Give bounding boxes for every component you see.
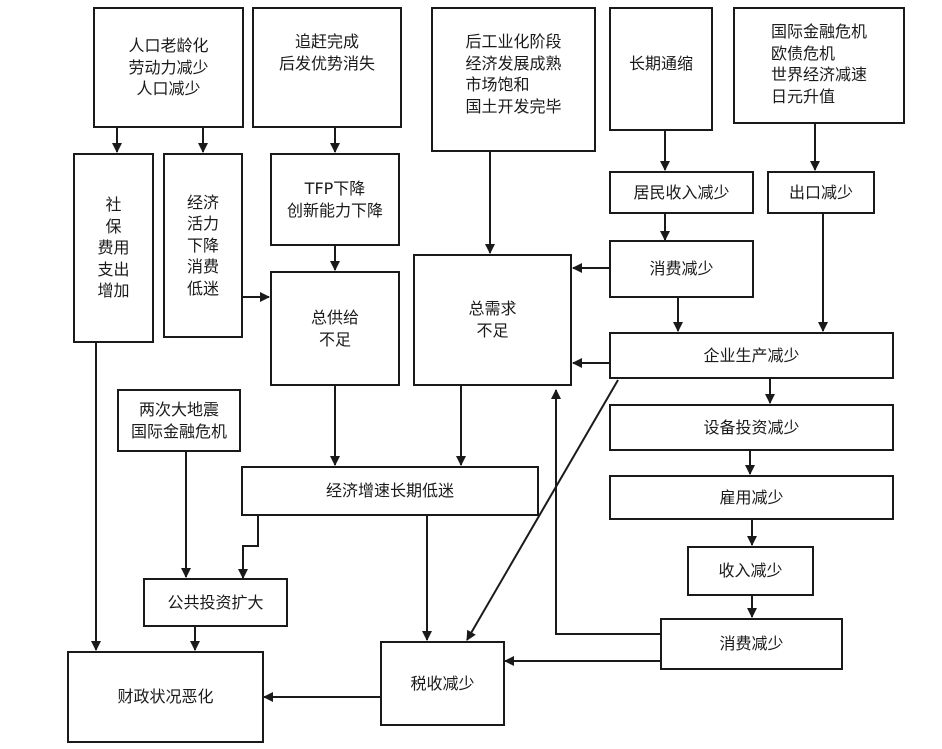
box-exports-text: 出口减少: [788, 182, 853, 202]
box-tax: 税收减少: [380, 641, 505, 726]
box-consumption1: 消费减少: [609, 240, 754, 298]
box-supply-text: 总供给 不足: [310, 307, 359, 349]
box-equipment: 设备投资减少: [609, 404, 894, 451]
box-demand-text: 总需求 不足: [468, 299, 517, 340]
box-social-text: 社 保 费用 支出 增加: [97, 195, 130, 301]
box-publicinv-text: 公共投资扩大: [167, 592, 264, 612]
box-household-text: 居民收入减少: [633, 182, 730, 202]
box-exports: 出口减少: [767, 171, 875, 214]
box-tax-text: 税收减少: [410, 673, 475, 693]
box-production-text: 企业生产减少: [703, 345, 800, 365]
box-vitality-text: 经济 活力 下降 消费 低迷: [186, 192, 219, 298]
box-household: 居民收入减少: [609, 171, 754, 214]
box-catchup: 追赶完成 后发优势消失: [252, 7, 402, 128]
box-fiscal-text: 财政状况恶化: [117, 687, 214, 707]
box-consumption2: 消费减少: [660, 618, 843, 670]
box-social: 社 保 费用 支出 增加: [73, 153, 154, 343]
box-consumption1-text: 消费减少: [649, 259, 714, 279]
box-tfp: TFP下降 创新能力下降: [270, 153, 400, 246]
box-aging-text: 人口老龄化 劳动力减少 人口减少: [128, 36, 209, 99]
box-postindustrial-text: 后工业化阶段 经济发展成熟 市场饱和 国土开发完毕: [465, 32, 562, 116]
box-catchup-text: 追赶完成 后发优势消失: [278, 32, 375, 73]
box-consumption2-text: 消费减少: [719, 634, 784, 654]
box-intlcrisis: 国际金融危机 欧债危机 世界经济减速 日元升值: [733, 7, 905, 124]
box-disaster: 两次大地震 国际金融危机: [117, 389, 241, 452]
box-supply: 总供给 不足: [270, 271, 400, 386]
arrow-growth-publicinv: [238, 516, 259, 579]
box-tfp-text: TFP下降 创新能力下降: [286, 178, 383, 220]
box-equipment-text: 设备投资减少: [703, 417, 800, 437]
box-income-text: 收入减少: [718, 561, 783, 581]
box-fiscal: 财政状况恶化: [67, 651, 264, 743]
box-production: 企业生产减少: [609, 332, 894, 379]
box-growth: 经济增速长期低迷: [241, 466, 539, 516]
box-employment: 雇用减少: [609, 475, 894, 520]
box-publicinv: 公共投资扩大: [143, 578, 288, 627]
box-aging: 人口老龄化 劳动力减少 人口减少: [93, 7, 244, 128]
box-employment-text: 雇用减少: [719, 487, 784, 507]
box-intlcrisis-text: 国际金融危机 欧债危机 世界经济减速 日元升值: [770, 22, 867, 106]
box-income: 收入减少: [687, 546, 814, 596]
box-deflation-text: 长期通缩: [628, 54, 693, 73]
box-deflation: 长期通缩: [609, 7, 713, 131]
box-demand: 总需求 不足: [413, 254, 572, 386]
box-postindustrial: 后工业化阶段 经济发展成熟 市场饱和 国土开发完毕: [431, 7, 596, 152]
box-vitality: 经济 活力 下降 消费 低迷: [163, 153, 243, 338]
box-disaster-text: 两次大地震 国际金融危机: [130, 399, 227, 441]
box-growth-text: 经济增速长期低迷: [325, 481, 454, 501]
